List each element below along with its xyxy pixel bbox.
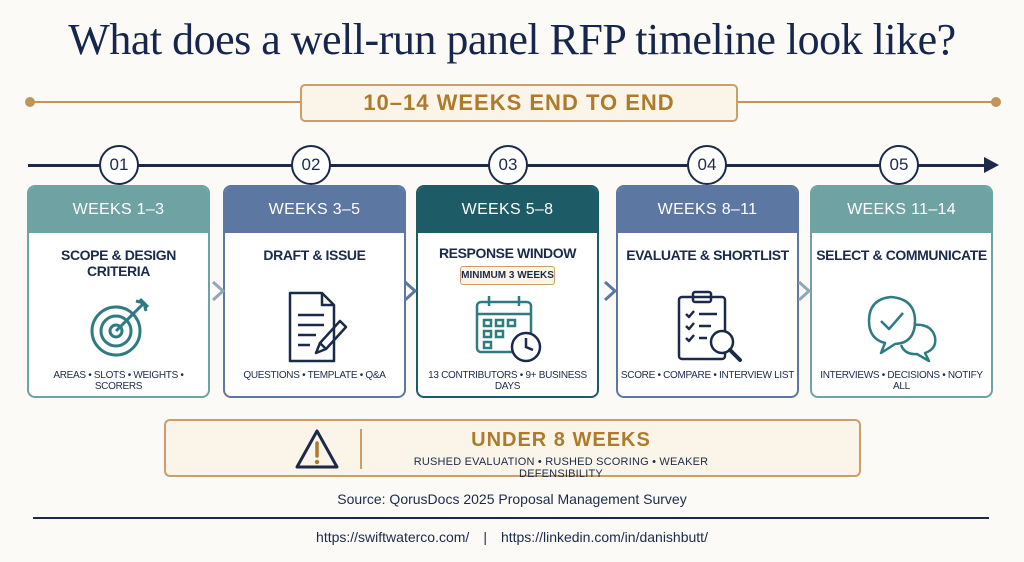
chevron-right-icon <box>403 280 417 302</box>
step-footer-5: INTERVIEWS • DECISIONS • NOTIFY ALL <box>820 370 983 392</box>
step-footer-4: SCORE • COMPARE • INTERVIEW LIST <box>620 370 795 381</box>
step-title-1: SCOPE & DESIGN CRITERIA <box>61 247 176 279</box>
step-footer-1: AREAS • SLOTS • WEIGHTS • SCORERS <box>53 370 184 392</box>
step-number-5: 05 <box>879 145 919 185</box>
link-separator: | <box>483 529 487 545</box>
target-icon <box>90 297 150 357</box>
warning-panel: UNDER 8 WEEKS RUSHED EVALUATION • RUSHED… <box>164 419 861 480</box>
step-footer-3: 13 CONTRIBUTORS • 9+ BUSINESS DAYS <box>428 370 587 392</box>
step-card-4: WEEKS 8–11 EVALUATE & SHORTLIST SCORE • … <box>616 185 799 398</box>
step-weeks-4: WEEKS 8–11 <box>618 187 797 233</box>
linkedin-link[interactable]: https://linkedin.com/in/danishbutt/ <box>500 529 708 545</box>
step-weeks-3: WEEKS 5–8 <box>418 187 597 233</box>
page-title: What does a well-run panel RFP timeline … <box>68 15 956 64</box>
warning-icon <box>295 429 339 469</box>
step-subtitle-3: MINIMUM 3 WEEKS <box>460 266 555 285</box>
step-weeks-2: WEEKS 3–5 <box>225 187 404 233</box>
source-note: Source: QorusDocs 2025 Proposal Manageme… <box>337 491 687 507</box>
website-link[interactable]: https://swiftwaterco.com/ <box>316 529 470 545</box>
warning-divider <box>360 429 362 469</box>
duration-left-dot <box>25 97 35 107</box>
duration-right-dot <box>991 97 1001 107</box>
duration-banner: 10–14 WEEKS END TO END <box>300 84 738 122</box>
footer-links: https://swiftwaterco.com/ | https://linked… <box>0 529 1024 545</box>
chevron-right-icon <box>797 280 811 302</box>
duration-left-line <box>33 101 300 103</box>
step-title-5: SELECT & COMMUNICATE <box>816 247 987 263</box>
step-footer-2: QUESTIONS • TEMPLATE • Q&A <box>243 370 386 381</box>
timeline-arrowhead <box>984 157 999 173</box>
step-card-2: WEEKS 3–5 DRAFT & ISSUE QUESTIONS • TEMP… <box>223 185 406 398</box>
warning-description: RUSHED EVALUATION • RUSHED SCORING • WEA… <box>413 456 709 480</box>
step-card-3: WEEKS 5–8 RESPONSE WINDOW MINIMUM 3 WEEK… <box>416 185 599 398</box>
step-number-2: 02 <box>291 145 331 185</box>
step-title-4: EVALUATE & SHORTLIST <box>626 247 789 263</box>
footer-divider <box>33 517 989 519</box>
step-title-2: DRAFT & ISSUE <box>263 247 366 263</box>
step-number-4: 04 <box>687 145 727 185</box>
step-card-5: WEEKS 11–14 SELECT & COMMUNICATE INTERVI… <box>810 185 993 398</box>
chevron-right-icon <box>211 280 225 302</box>
document-pencil-icon <box>288 291 348 363</box>
clipboard-search-icon <box>677 290 742 362</box>
step-weeks-1: WEEKS 1–3 <box>29 187 208 233</box>
warning-title: UNDER 8 WEEKS <box>471 429 651 451</box>
calendar-clock-icon <box>475 296 542 363</box>
chevron-right-icon <box>603 280 617 302</box>
step-number-3: 03 <box>488 145 528 185</box>
step-weeks-5: WEEKS 11–14 <box>812 187 991 233</box>
step-title-3: RESPONSE WINDOW <box>438 245 577 261</box>
step-number-1: 01 <box>99 145 139 185</box>
step-card-1: WEEKS 1–3 SCOPE & DESIGN CRITERIA AREAS … <box>27 185 210 398</box>
chat-check-icon <box>867 295 937 363</box>
duration-right-line <box>738 101 992 103</box>
